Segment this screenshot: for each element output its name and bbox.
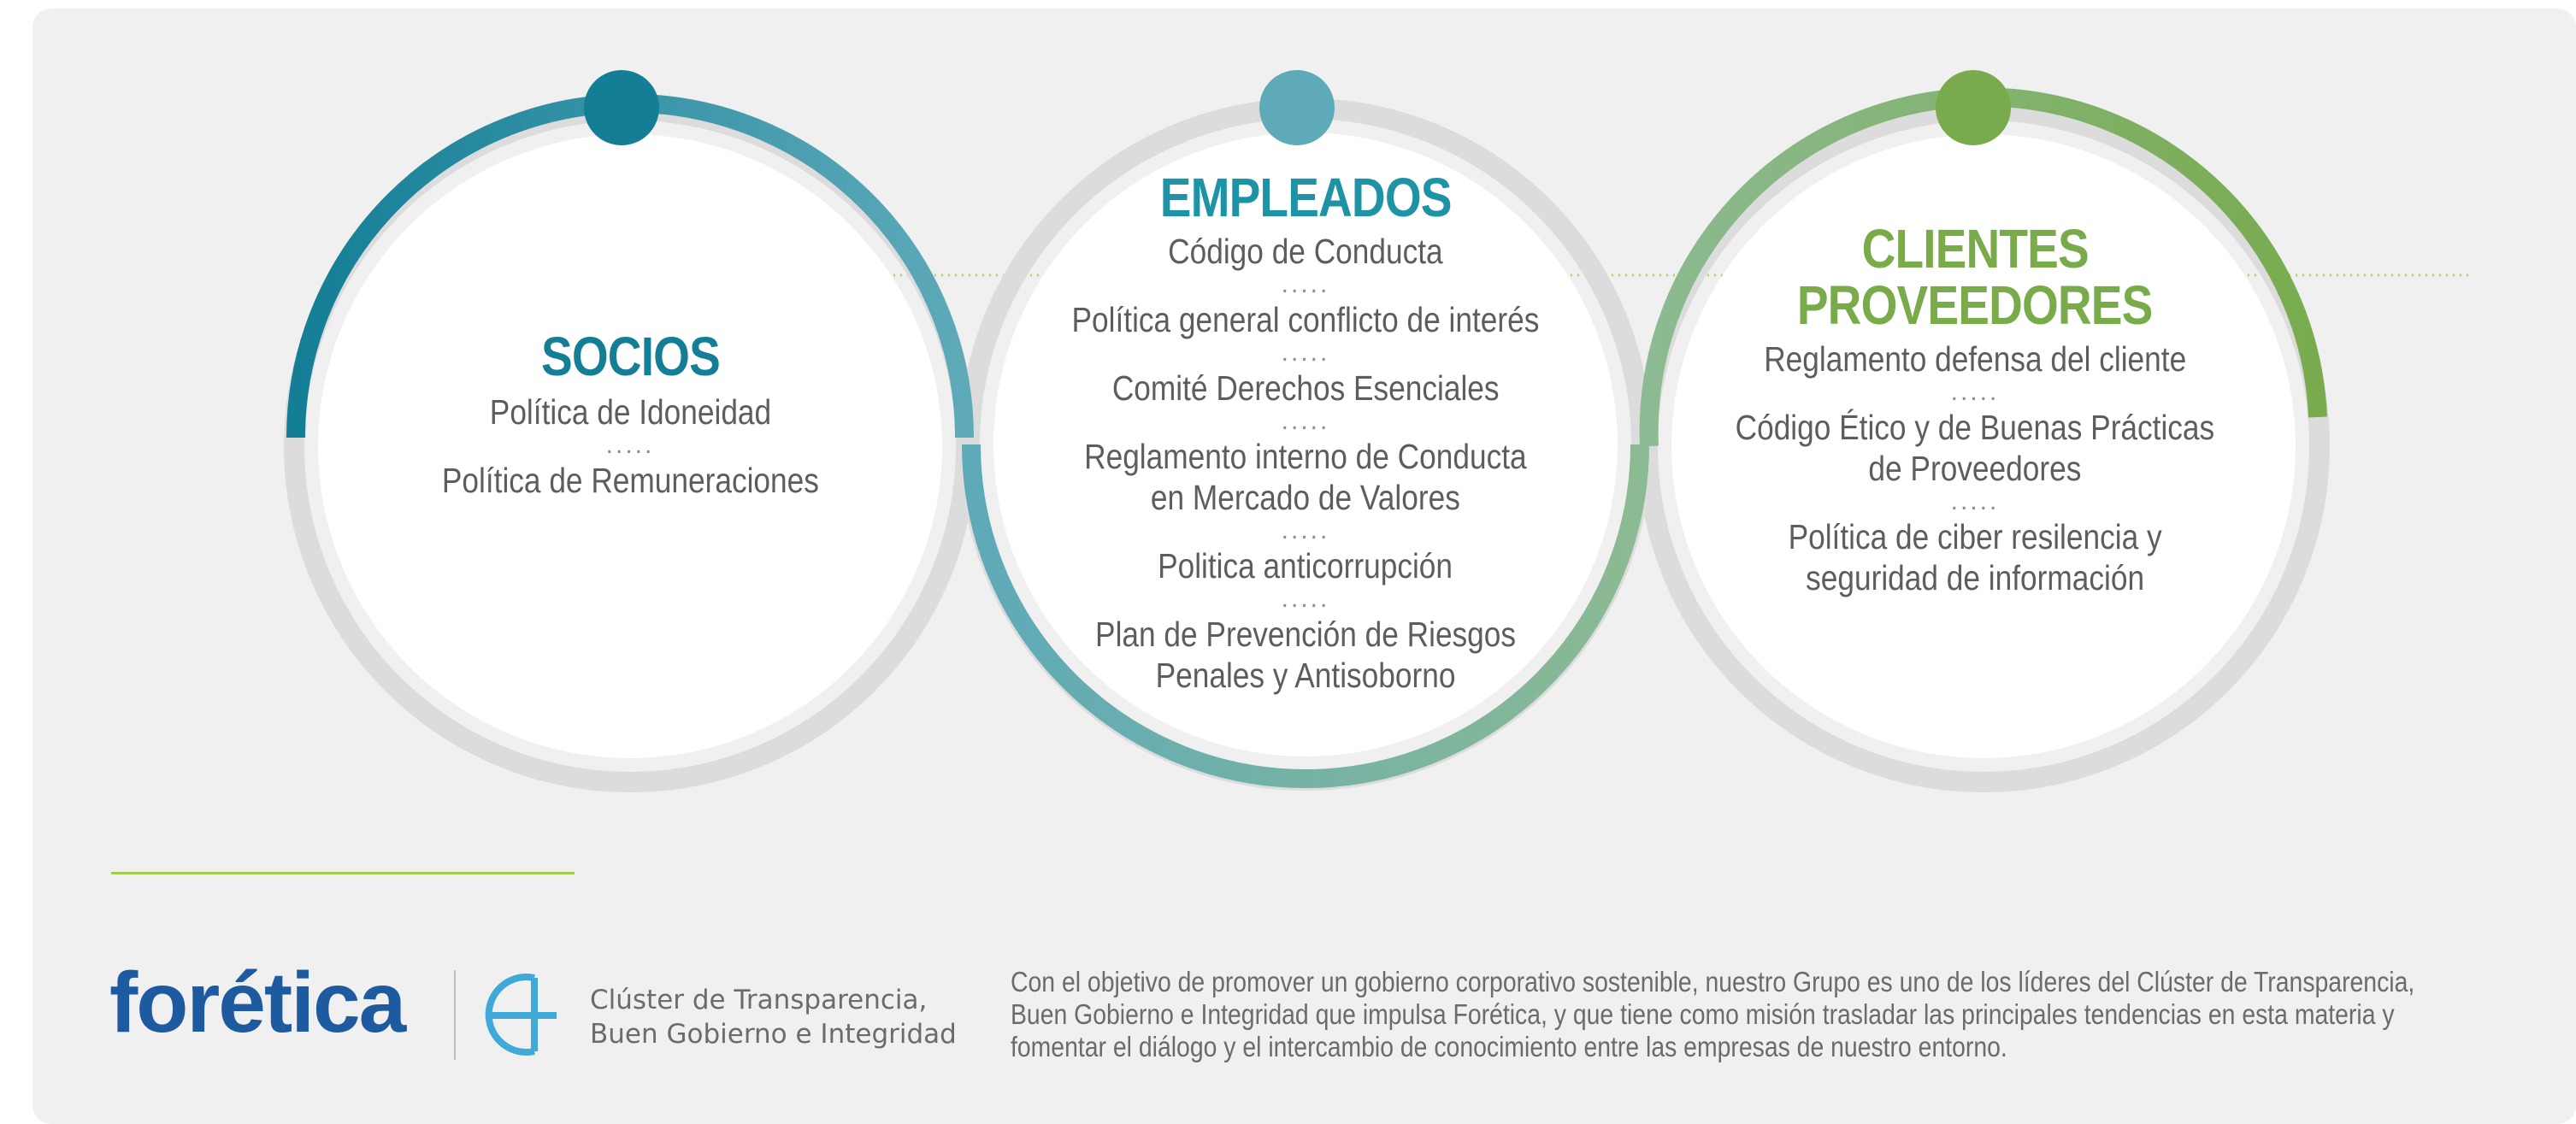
separator-dots: ..... bbox=[1281, 338, 1330, 367]
empleados-item: Reglamento interno de Conducta en Mercad… bbox=[1084, 437, 1527, 517]
clientes-item: Política de ciber resilencia y seguridad… bbox=[1788, 517, 2162, 597]
socios-content: SOCIOS Política de Idoneidad ..... Polít… bbox=[374, 328, 887, 501]
empleados-content: EMPLEADOS Código de Conducta ..... Polít… bbox=[1006, 169, 1605, 696]
clientes-item: Reglamento defensa del cliente bbox=[1764, 339, 2186, 379]
empleados-item: Comité Derechos Esenciales bbox=[1111, 368, 1500, 408]
footer-description: Con el objetivo de promover un gobierno … bbox=[1011, 966, 2481, 1063]
empleados-arc bbox=[962, 444, 1649, 788]
empleados-disc bbox=[993, 132, 1618, 756]
clientes-title-line1: CLIENTES bbox=[1861, 218, 2089, 280]
empleados-item: Plan de Prevención de Riesgos Penales y … bbox=[1094, 615, 1516, 695]
separator-dots: ..... bbox=[1281, 516, 1330, 544]
separator-dots: ..... bbox=[1281, 407, 1330, 435]
separator-dots: ..... bbox=[1950, 378, 2000, 406]
separator-dots: ..... bbox=[1281, 270, 1330, 298]
socios-node bbox=[584, 70, 659, 145]
logo-divider bbox=[454, 970, 456, 1060]
cluster-icon bbox=[485, 974, 557, 1056]
cluster-label-line2: Buen Gobierno e Integridad bbox=[590, 1019, 957, 1050]
cluster-label-line1: Clúster de Transparencia, bbox=[590, 985, 928, 1015]
clientes-node bbox=[1936, 70, 2011, 145]
socios-item: Política de Remuneraciones bbox=[441, 461, 819, 500]
clientes-item: Código Ético y de Buenas Prácticas de Pr… bbox=[1735, 408, 2215, 488]
foretica-logo: forética bbox=[109, 955, 406, 1050]
empleados-item: Código de Conducta bbox=[1168, 232, 1443, 271]
clientes-disc bbox=[1671, 134, 2296, 758]
footer-accent-line bbox=[111, 872, 575, 874]
clientes-content: CLIENTES PROVEEDORES Reglamento defensa … bbox=[1676, 221, 2274, 598]
footer-description-text: Con el objetivo de promover un gobierno … bbox=[1011, 966, 2415, 1062]
empleados-node bbox=[1259, 70, 1335, 145]
clientes-title-line2: PROVEEDORES bbox=[1797, 274, 2154, 336]
socios-title: SOCIOS bbox=[540, 326, 721, 387]
cluster-label: Clúster de Transparencia, Buen Gobierno … bbox=[590, 983, 957, 1051]
socios-item: Política de Idoneidad bbox=[489, 392, 771, 432]
socios-disc bbox=[318, 134, 942, 758]
separator-dots: ..... bbox=[605, 431, 655, 459]
separator-dots: ..... bbox=[1281, 585, 1330, 613]
empleados-item: Política general conflicto de interés bbox=[1071, 300, 1540, 339]
empleados-item: Politica anticorrupción bbox=[1158, 546, 1453, 586]
empleados-title: EMPLEADOS bbox=[1159, 167, 1453, 228]
separator-dots: ..... bbox=[1950, 487, 2000, 515]
